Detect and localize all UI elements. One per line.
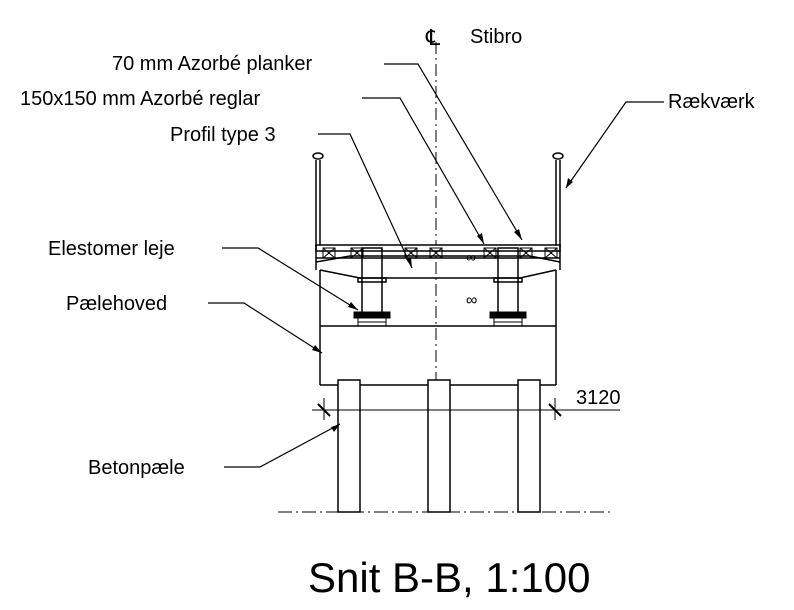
leader-lines xyxy=(208,63,664,468)
centerline-label: Stibro xyxy=(470,26,522,48)
infinity-symbol-deck: ∞ xyxy=(466,249,476,265)
label-raekvaerk: Rækværk xyxy=(668,91,756,113)
dimension-3120: 3120 xyxy=(576,387,621,409)
label-betonpaele: Betonpæle xyxy=(88,457,185,479)
drawing-title: Snit B-B, 1:100 xyxy=(308,554,591,601)
railing xyxy=(312,152,564,246)
deck xyxy=(315,244,561,279)
infinity-symbol-head: ∞ xyxy=(466,292,477,309)
label-reglar: 150x150 mm Azorbé reglar xyxy=(20,88,260,110)
label-profil: Profil type 3 xyxy=(170,124,276,146)
label-planker: 70 mm Azorbé planker xyxy=(112,53,312,75)
leader-arrowheads xyxy=(312,178,573,432)
bearings xyxy=(353,311,527,327)
pile-head xyxy=(319,270,557,386)
label-elastomer: Elestomer leje xyxy=(48,238,175,260)
centerline-symbol: ℄ xyxy=(425,25,441,50)
label-paelehoved: Pælehoved xyxy=(66,293,167,315)
dimension-line xyxy=(312,398,620,420)
piles xyxy=(337,379,541,513)
